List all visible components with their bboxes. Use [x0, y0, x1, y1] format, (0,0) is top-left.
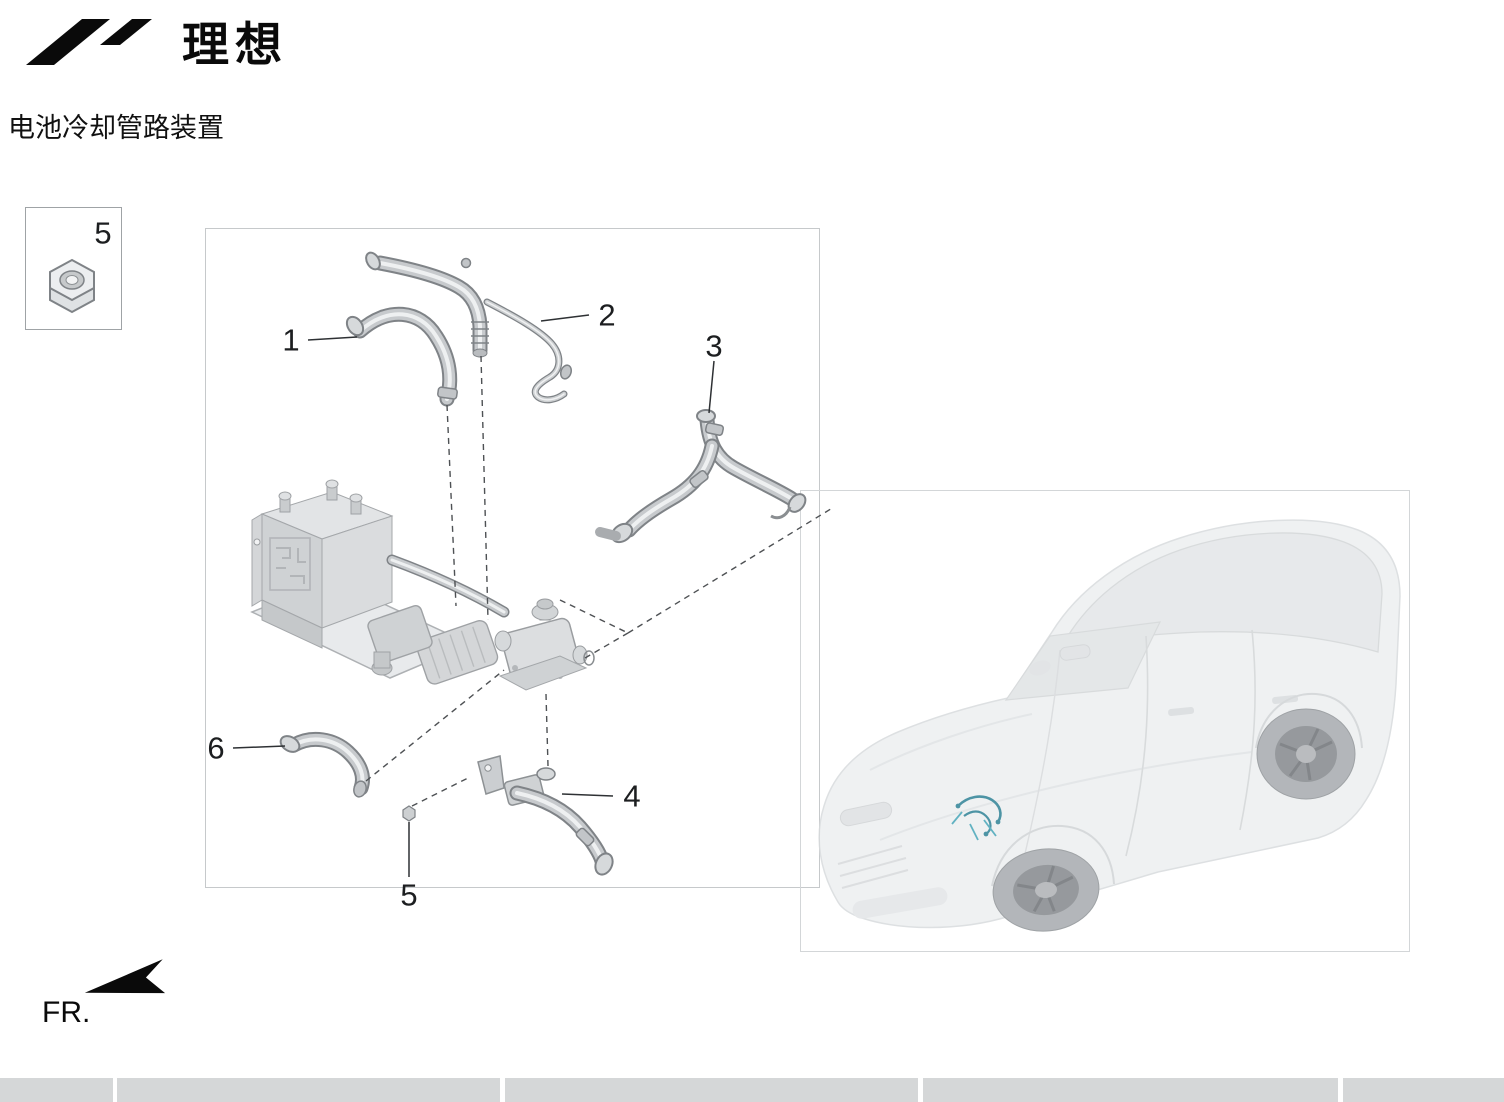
fr-arrow-icon: [84, 959, 166, 994]
callout-4[interactable]: 4: [623, 778, 641, 814]
highlighted-part-location[interactable]: [951, 795, 1002, 841]
footer-cell-1: [0, 1078, 113, 1102]
footer-cell-2: [117, 1078, 500, 1102]
callout-6[interactable]: 6: [207, 730, 225, 766]
callout-2[interactable]: 2: [598, 297, 616, 333]
brand-header: 理想: [12, 6, 288, 75]
part-6-hose[interactable]: [278, 731, 370, 798]
vehicle-location-frame: [800, 490, 1410, 952]
part-2-pipe[interactable]: [363, 250, 573, 404]
li-auto-logo-icon: [26, 18, 152, 65]
footer-cell-4: [923, 1078, 1338, 1102]
part-5-nut[interactable]: [402, 805, 416, 822]
callout-1[interactable]: 1: [282, 322, 300, 358]
brand-name: 理想: [182, 18, 288, 71]
callout-5[interactable]: 5: [400, 877, 418, 913]
part-1-hose[interactable]: [344, 306, 458, 407]
footer-table: [0, 1078, 1504, 1102]
footer-cell-3: [505, 1078, 918, 1102]
footer-cell-5: [1343, 1078, 1504, 1102]
front-direction-label: FR.: [42, 996, 91, 1029]
page-title: 电池冷却管路装置: [8, 113, 224, 143]
inset-callout-5[interactable]: 5: [94, 215, 112, 251]
callout-3[interactable]: 3: [705, 328, 723, 364]
